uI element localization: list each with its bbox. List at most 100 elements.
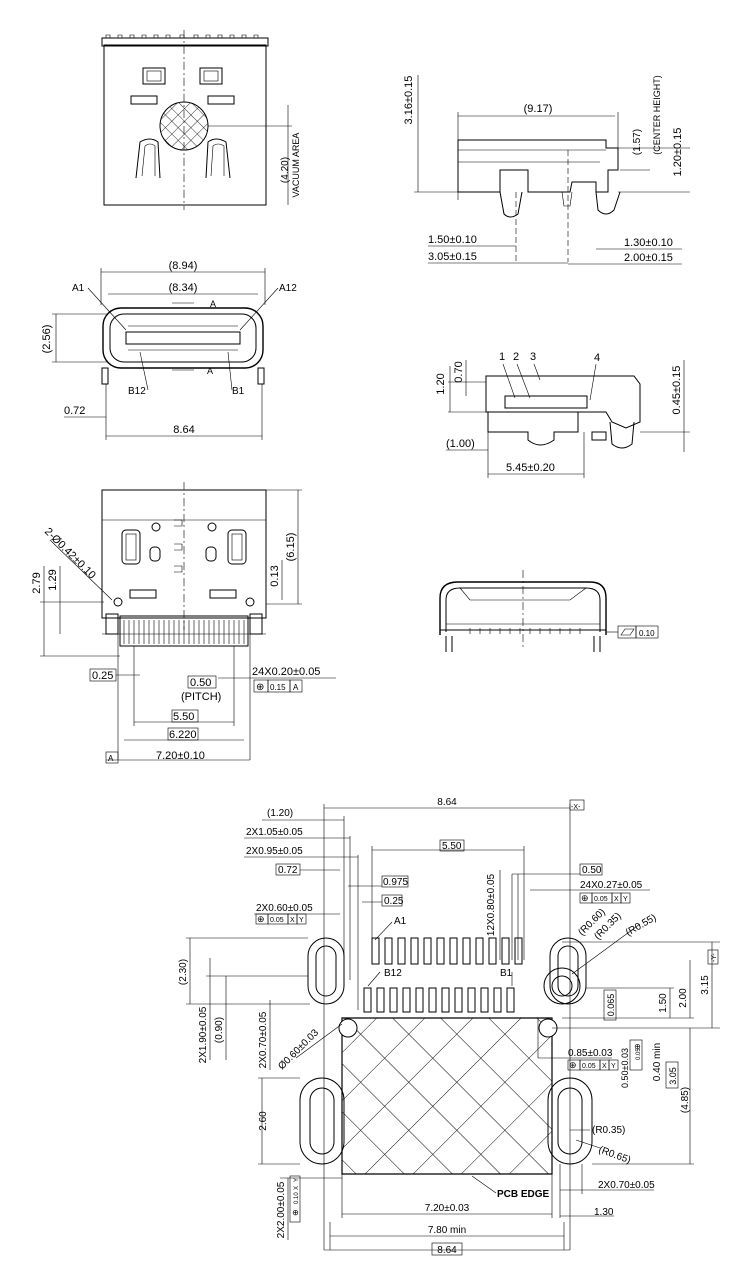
svg-text:⊕: ⊕ [633,1043,642,1050]
section-mark-top: A [210,299,216,309]
front-tongue [125,331,241,345]
pcb-d-120: (1.20) [267,808,293,819]
section-dim-070: 0.70 [453,361,465,382]
pcb-d-060dia: Ø0.60±0.03 [276,1027,321,1072]
front-offset: 0.72 [64,405,85,417]
top-view-body [103,44,267,206]
pcb-d-305: 3.05 [668,1067,678,1085]
pcb-d-050: 0.50 [582,865,602,876]
pcb-b1: B1 [500,968,513,979]
position-icon: ⊕ [256,682,264,693]
pin-a12-label: A12 [279,283,297,294]
pcb-a1: A1 [394,916,407,927]
pcb-d-085: 0.85±0.03 [568,1048,613,1059]
flatness-tol: 0.10 [639,629,655,638]
pcb-d-780: 7.80 min [428,1225,466,1236]
position-tol: 0.15 [270,683,286,692]
pcb-d-2x190: 2X1.90±0.05 [198,1006,209,1063]
section-view: 1 2 3 4 1.20 0.70 0.45±0.15 (1.00) 5.45±… [435,351,690,478]
pcb-d-485: (4.85) [680,1087,691,1113]
pcb-d-230: (2.30) [178,959,189,985]
bottom-dim-550: 5.50 [173,711,194,723]
callout-4: 4 [594,352,600,364]
front-outer-width: (8.94) [169,260,198,272]
pcb-slot-left-top [307,937,345,1005]
side-center-label: (CENTER HEIGHT) [652,75,662,155]
bottom-dim-025: 0.25 [92,670,113,682]
pcb-r055: (R0.55) [624,912,658,938]
callout-2: 2 [513,351,519,363]
vacuum-dim: (4.20) [280,157,291,183]
pcb-d-550: 5.50 [442,841,462,852]
top-spring-left [135,138,161,179]
pin-b12-label: B12 [128,386,146,397]
bottom-pin-row [119,615,249,647]
top-view-teeth [105,34,259,38]
bottom-pitch: 0.50 [190,677,211,689]
pcb-pads-top [371,937,523,965]
pcb-slot-left-bottom [299,1077,345,1165]
pcb-tol-y-d: Y [294,1178,300,1182]
side-center-height: (1.57) [632,129,643,155]
pcb-d-050b: 0.50±0.03 [620,1048,630,1088]
pin-b1-label: B1 [232,386,245,397]
pcb-d-025: 0.25 [384,896,404,907]
side-right-b: 2.00±0.15 [624,252,673,264]
section-dim-100: (1.00) [446,438,475,450]
bottom-dim-615: (6.15) [285,533,297,562]
pcb-d-2x200: 2X2.00±0.05 [276,1181,287,1238]
pcb-d-2x060: 2X0.60±0.05 [256,903,313,914]
pcb-d-864: 8.64 [437,1245,457,1256]
position-datum: A [293,683,299,692]
bottom-pitch-label: (PITCH) [181,691,221,703]
svg-text:⊕: ⊕ [257,914,265,924]
rear-view: 0.10 [439,570,659,652]
pcb-d-12x080: 12X0.80±0.05 [486,873,497,936]
pcb-tol-x-d: X [294,1186,300,1190]
side-right-a: 1.30±0.10 [624,237,673,249]
top-slot-left [130,95,158,105]
front-view: (8.94) (8.34) A A1 A12 A B12 B1 (2.56) 0… [41,260,297,440]
pcb-d-2x070b: 2X0.70±0.05 [598,1180,655,1191]
pcb-layout: 8.64 -X- (1.20) 2X1.05±0.05 2X0.95±0.05 … [178,797,720,1256]
section-dim-120: 1.20 [435,373,447,394]
pcb-datum-x: -X- [571,804,581,811]
pcb-d-720: 7.20±0.03 [425,1203,470,1214]
bottom-dim-6220: 6.220 [169,729,197,741]
pcb-r065: (R0.65) [597,1144,632,1166]
top-slot-right [207,95,235,105]
bottom-dim-279: 2.79 [31,572,43,593]
pcb-edge-label: PCB EDGE [497,1189,550,1200]
pcb-d-065: 0.065 [606,994,616,1017]
bottom-view: 2-Ø0.42±0.10 2.79 1.29 (6.15) 0.13 0.25 … [31,482,336,764]
flatness-icon [620,628,635,636]
pcb-d-0975: 0.975 [383,877,408,888]
svg-text:⊕: ⊕ [581,893,589,903]
pcb-tol-y-a: Y [623,896,628,903]
pcb-b12: B12 [384,968,402,979]
pcb-d-150: 1.50 [658,993,669,1013]
side-left-a: 1.50±0.10 [428,234,477,246]
pcb-tol-005-a: 0.05 [594,896,608,903]
section-body [485,375,641,429]
section-mark-bottom: A [207,366,213,376]
pcb-d-072: 0.72 [278,865,298,876]
front-inner-width: (8.34) [169,282,198,294]
pcb-tol-005-b: 0.05 [270,917,284,924]
pcb-tol-005-d: 0.05 [636,1048,642,1060]
pcb-d-2x095: 2X0.95±0.05 [246,846,303,857]
side-height: 3.16±0.15 [403,76,415,125]
pcb-d-090: (0.90) [214,1017,225,1043]
callout-1: 1 [499,351,505,363]
bottom-total: 7.20±0.10 [156,750,205,762]
vacuum-label: VACUUM AREA [291,133,301,198]
side-body [457,139,619,193]
pcb-pads-bottom [363,987,515,1013]
bottom-dim-129: 1.29 [47,569,59,590]
front-height: (2.56) [41,325,53,354]
callout-3: 3 [530,351,536,363]
pcb-tol-x-a: X [614,896,619,903]
side-view: (9.17) 3.16±0.15 (1.57) (CENTER HEIGHT) … [403,75,690,265]
pcb-tol-x-b: X [290,917,295,924]
